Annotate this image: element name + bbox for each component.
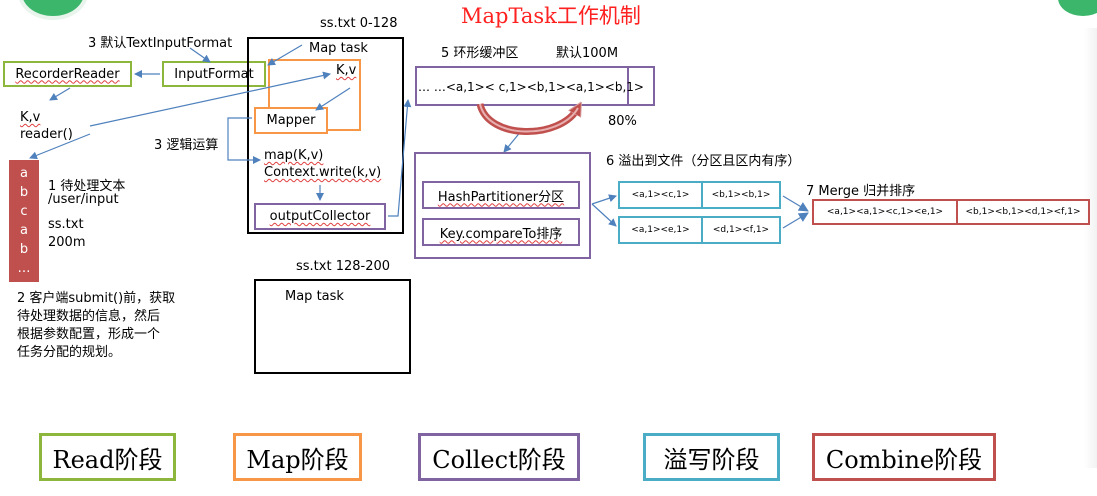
file-letter: a <box>20 223 28 238</box>
stage-read: Read阶段 <box>39 433 176 481</box>
arrow-maptask-to-inputformat <box>267 44 303 66</box>
file-letter: … <box>17 261 31 276</box>
map-task-label: Map task <box>309 41 368 56</box>
input-file-label-3: ss.txt <box>48 217 84 232</box>
map-call-line2: Context.write(k,v) <box>264 165 382 180</box>
client-note-3: 根据参数配置，形成一个 <box>17 327 161 342</box>
spill-file-1: <a,1><c,1> <b,1><b,1> <box>618 181 781 209</box>
partition-sort-frame <box>414 152 591 259</box>
ring-buffer-box <box>415 66 655 106</box>
right-edge-bar <box>1084 28 1097 468</box>
textinputformat-label: 3 默认TextInputFormat <box>88 36 233 51</box>
output-collector-box: outputCollector <box>254 203 386 230</box>
spill-file-2: <a,1><e,1> <d,1><f,1> <box>618 216 781 244</box>
arrow-kv-to-mapper <box>315 87 351 111</box>
arrow-collector-to-buffer <box>388 99 412 217</box>
file-letter: c <box>20 204 28 219</box>
client-note-2: 待处理数据的信息，然后 <box>17 309 161 324</box>
mapper-box: Mapper <box>254 107 328 134</box>
input-format-box: InputFormat <box>162 61 266 87</box>
recorder-reader-box: RecorderReader <box>3 61 132 87</box>
hash-partitioner-box: HashPartitioner分区 <box>422 181 580 209</box>
stage-spill: 溢写阶段 <box>643 433 780 481</box>
merge-file: <a,1><a,1><c,1><e,1> <b,1><b,1><d,1><f,1… <box>812 199 1090 225</box>
split-1-label: ss.txt 0-128 <box>320 16 398 31</box>
logic-label: 3 逻辑运算 <box>154 138 219 153</box>
input-file-label-1: 1 待处理文本 <box>48 179 126 194</box>
arrow-reader-to-kv <box>49 87 71 101</box>
spill-label: 6 溢出到文件（分区且区内有序） <box>606 154 801 169</box>
arrow-reader-to-kv-in-map <box>89 71 331 127</box>
map-task-2-frame <box>254 279 411 374</box>
map-task-frame <box>247 37 404 234</box>
input-file-label-4: 200m <box>48 235 86 250</box>
file-letter: b <box>19 242 29 257</box>
spill-cell: <a,1><c,1> <box>620 183 703 207</box>
key-compare-box: Key.compareTo排序 <box>422 218 580 246</box>
spill-cell: <a,1><e,1> <box>620 218 703 242</box>
stage-map: Map阶段 <box>233 433 362 481</box>
kv-in-map: K,v <box>336 63 357 78</box>
spill-curved-arrow <box>476 104 578 135</box>
input-file-column: a b c a b … <box>9 160 39 282</box>
logic-bracket <box>227 117 261 164</box>
spill-cell: <d,1><f,1> <box>712 225 770 235</box>
input-file-label-2: /user/input <box>48 192 119 207</box>
merge-cell: <a,1><a,1><c,1><e,1> <box>814 201 958 223</box>
client-note-4: 任务分配的规划。 <box>17 345 122 360</box>
client-note-1: 2 客户端submit()前，获取 <box>17 291 176 306</box>
arrow-reader-to-file <box>29 133 91 160</box>
arrow-sort-to-spill-1 <box>591 194 617 205</box>
default-100m-label: 默认100M <box>556 46 619 61</box>
stage-collect: Collect阶段 <box>418 433 580 481</box>
logo-right-fragment <box>1058 0 1097 16</box>
page-title: MapTask工作机制 <box>461 4 641 28</box>
file-letter: a <box>20 166 28 181</box>
kv-reader-line1: K,v <box>20 110 41 125</box>
map-task-2-label: Map task <box>285 289 344 304</box>
ring-buffer-label: 5 环形缓冲区 <box>441 46 519 61</box>
arrow-spill-2-to-merge <box>782 212 809 229</box>
arrow-spill-1-to-merge <box>782 195 809 212</box>
ring-buffer-divider <box>627 66 629 106</box>
buffer-content: … …<a,1>< c,1><b,1><a,1><b,1> <box>418 80 644 94</box>
stage-combine: Combine阶段 <box>812 433 996 481</box>
arrow-sort-to-spill-2 <box>591 203 617 227</box>
kv-reader-line2: reader() <box>20 127 73 142</box>
map-call-line1: map(K,v) <box>264 148 324 163</box>
file-letter: b <box>19 185 29 200</box>
percent-80-label: 80% <box>608 114 637 129</box>
merge-cell: <b,1><b,1><d,1><f,1> <box>965 207 1081 217</box>
split-2-label: ss.txt 128-200 <box>296 259 391 274</box>
merge-label: 7 Merge 归并排序 <box>806 184 916 199</box>
spill-cell: <b,1><b,1> <box>711 190 771 200</box>
arrow-textformat-to-inputformat <box>189 47 211 63</box>
